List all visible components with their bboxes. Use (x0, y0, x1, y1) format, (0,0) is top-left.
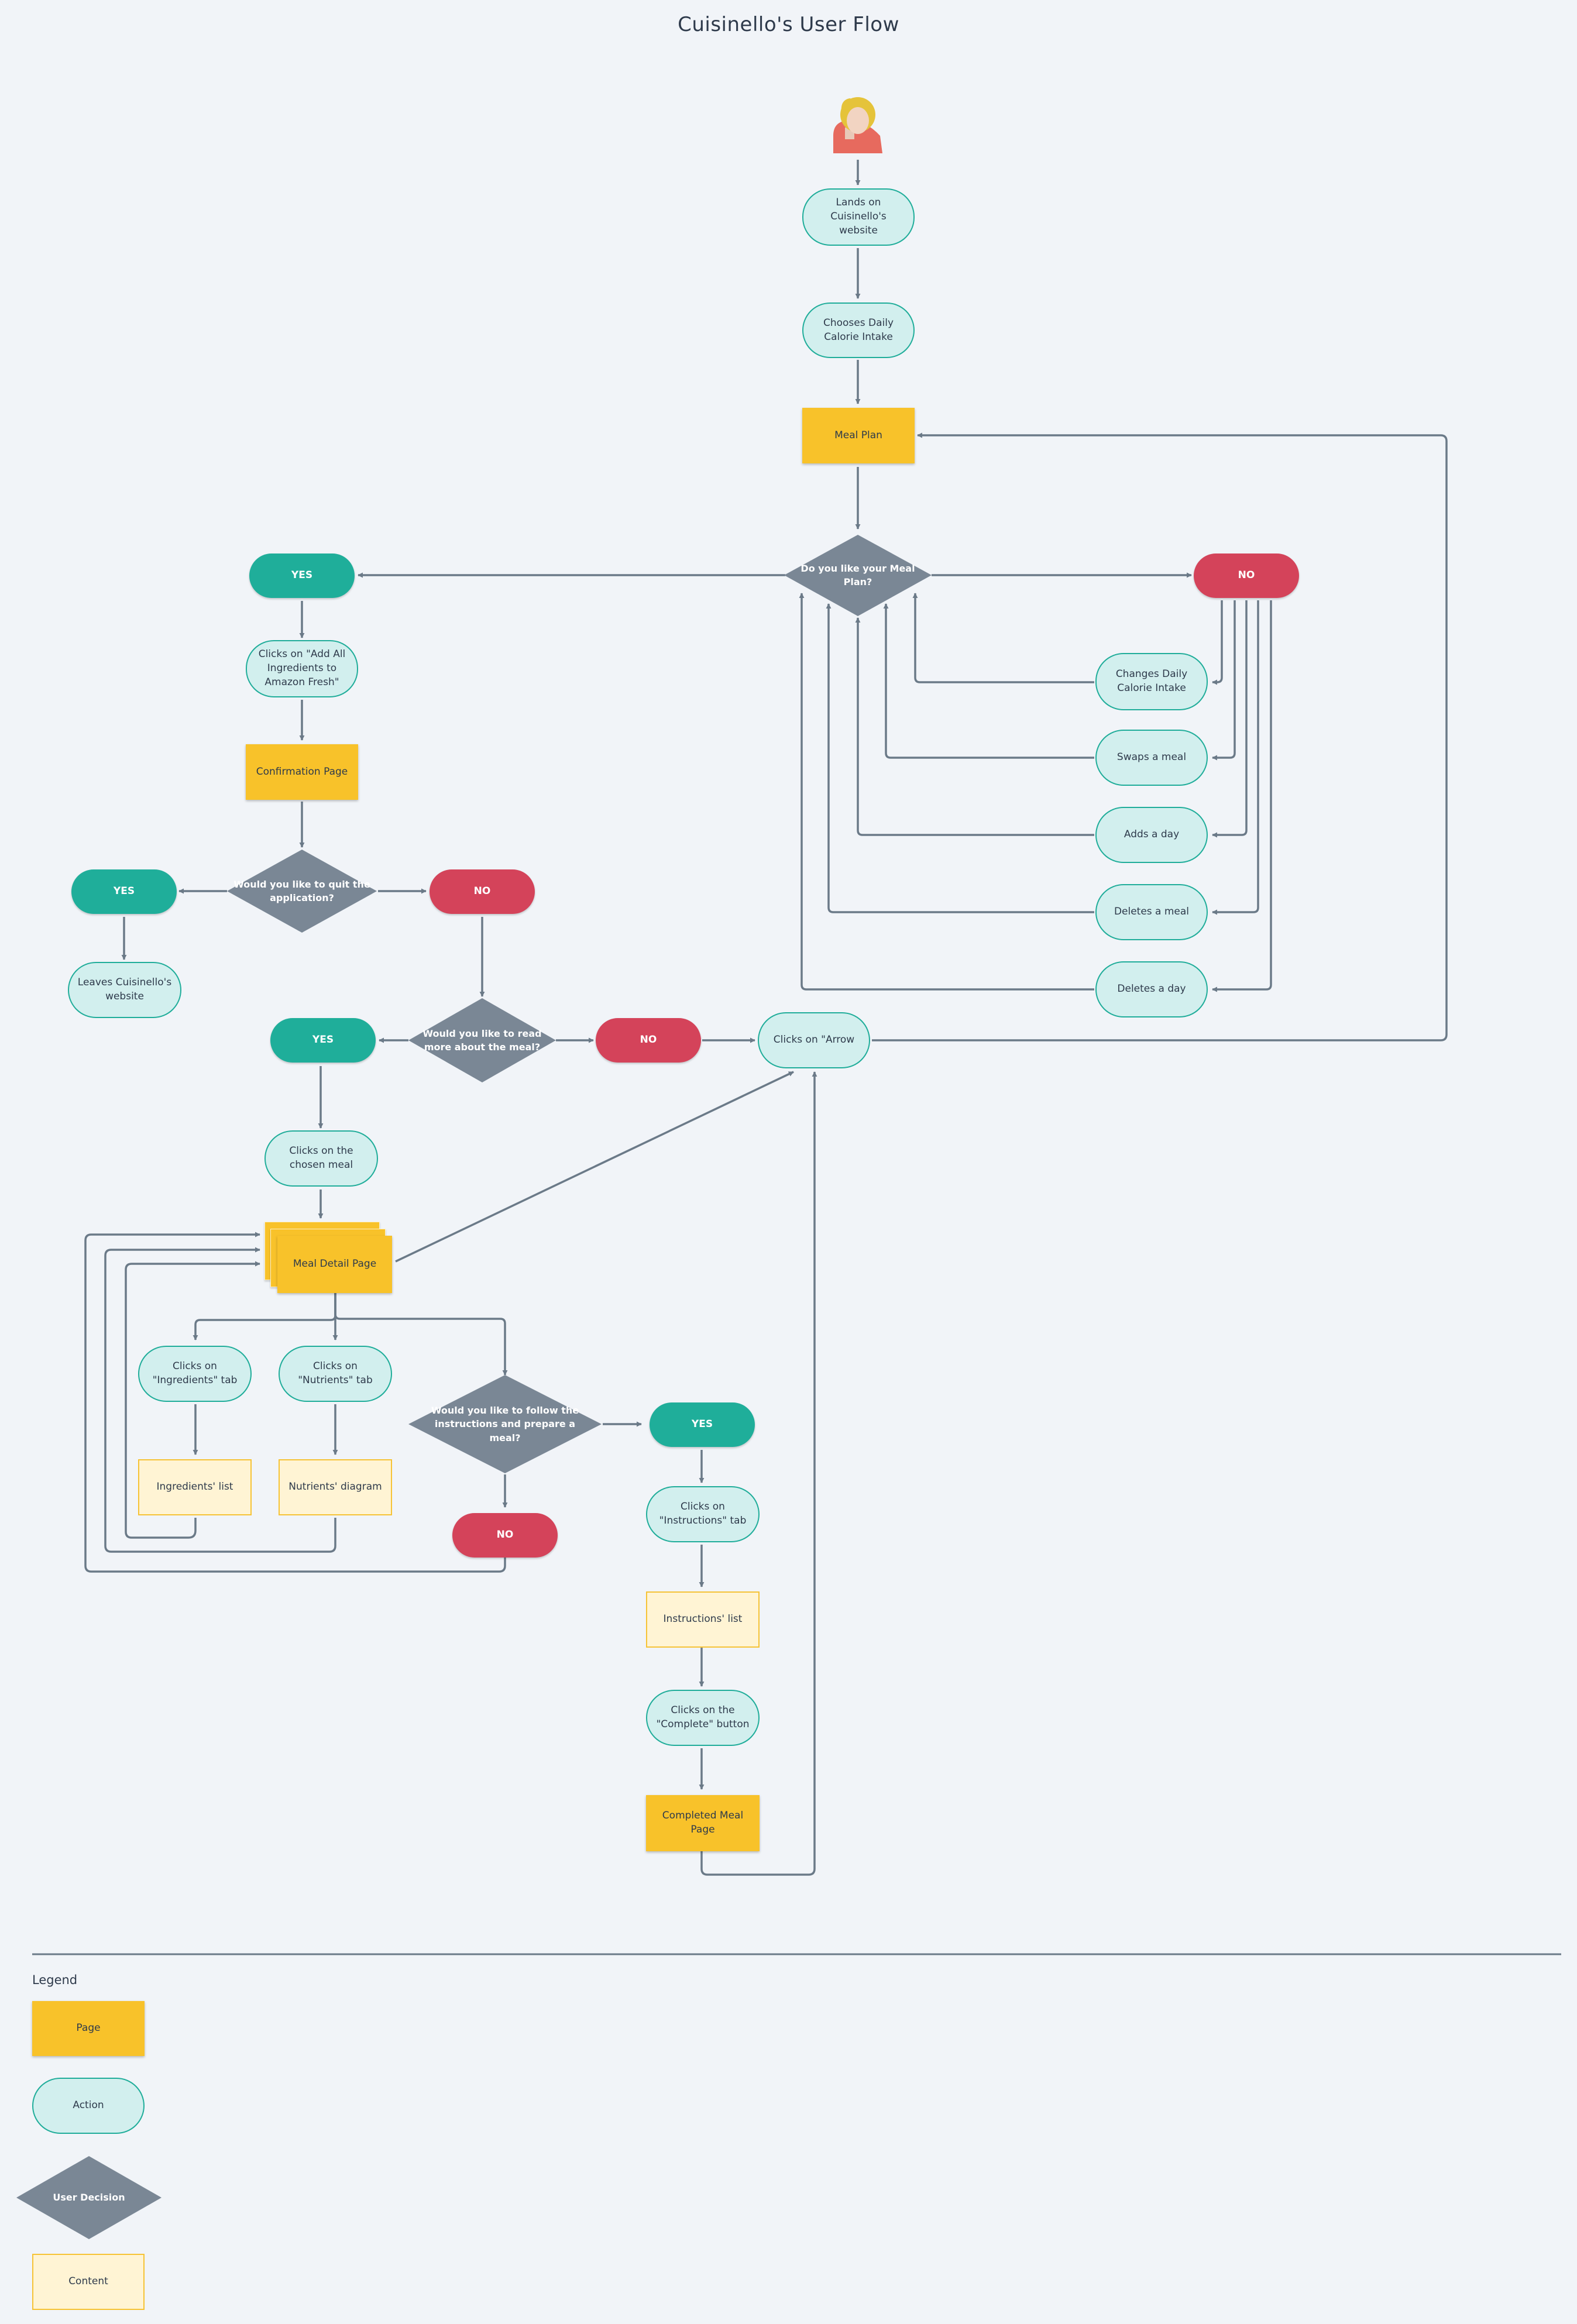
connector (395, 1071, 794, 1263)
legend-title: Legend (32, 1973, 78, 1987)
connector (1212, 600, 1236, 761)
connector (855, 617, 1094, 836)
decision-diamond-follow-instructions (408, 1375, 602, 1473)
connector (334, 1293, 508, 1376)
action-changes-daily-calorie: Changes Daily Calorie Intake (1095, 653, 1208, 710)
connector (1212, 600, 1248, 838)
yes-quit: YES (71, 869, 177, 914)
action-clicks-arrow: Clicks on "Arrow (758, 1012, 870, 1068)
yes-meal-plan: YES (249, 554, 355, 598)
yes-read-more: YES (270, 1018, 376, 1063)
action-lands-on-website: Lands on Cuisinello's website (802, 188, 915, 246)
legend-decision-shape (16, 2156, 162, 2239)
no-read-more: NO (596, 1018, 701, 1063)
legend-action: Action (32, 2078, 145, 2134)
decision-label-read-more: Would you like to read more about the me… (422, 1027, 542, 1053)
diagram-title: Cuisinello's User Flow (678, 13, 899, 36)
no-follow-instructions: NO (452, 1513, 558, 1558)
action-instructions-tab: Clicks on "Instructions" tab (646, 1486, 760, 1542)
connector (193, 1293, 336, 1340)
action-chooses-daily-calorie: Chooses Daily Calorie Intake (802, 302, 915, 358)
action-complete-button: Clicks on the "Complete" button (646, 1690, 760, 1746)
legend-decision-label: User Decision (53, 2192, 125, 2203)
content-nutrients-diagram: Nutrients' diagram (279, 1459, 392, 1515)
connector (912, 593, 1094, 683)
connector (872, 432, 1448, 1041)
connector (125, 1261, 260, 1539)
decision-label-meal-plan: Do you like your Meal Plan? (800, 562, 915, 587)
action-nutrients-tab: Clicks on "Nutrients" tab (279, 1346, 392, 1402)
connector (84, 1232, 506, 1573)
action-clicks-chosen-meal: Clicks on the chosen meal (264, 1130, 378, 1187)
decision-diamond-quit (227, 850, 377, 933)
action-adds-day: Adds a day (1095, 807, 1208, 863)
action-add-ingredients-amazon: Clicks on "Add All Ingredients to Amazon… (246, 640, 358, 697)
no-quit: NO (430, 869, 535, 914)
connector (799, 593, 1094, 991)
connector (1212, 600, 1223, 685)
connector (1212, 600, 1259, 915)
page-meal-detail: Meal Detail Page (277, 1236, 392, 1293)
content-ingredients-list: Ingredients' list (138, 1459, 252, 1515)
decision-diamond-read-more (408, 998, 556, 1082)
connector (883, 603, 1094, 759)
connector (104, 1247, 336, 1553)
page-confirmation: Confirmation Page (246, 744, 358, 800)
action-deletes-meal: Deletes a meal (1095, 884, 1208, 940)
legend-content: Content (32, 2254, 145, 2310)
connector (826, 603, 1094, 913)
connector (700, 1071, 817, 1876)
action-leaves-website: Leaves Cuisinello's website (68, 962, 181, 1018)
yes-follow-instructions: YES (650, 1402, 755, 1447)
connector (1212, 600, 1272, 992)
action-deletes-day: Deletes a day (1095, 961, 1208, 1017)
legend-page: Page (32, 2001, 145, 2056)
no-meal-plan: NO (1194, 554, 1299, 598)
decision-label-quit: Would you like to quit the application? (233, 878, 370, 903)
decision-label-follow-instructions: Would you like to follow the instruction… (431, 1405, 579, 1443)
user-avatar-icon (833, 97, 882, 153)
action-swaps-meal: Swaps a meal (1095, 730, 1208, 786)
page-completed-meal: Completed Meal Page (646, 1795, 760, 1851)
content-instructions-list: Instructions' list (646, 1591, 760, 1648)
decision-diamond-meal-plan (784, 535, 932, 616)
action-ingredients-tab: Clicks on "Ingredients" tab (138, 1346, 252, 1402)
page-meal-plan: Meal Plan (802, 408, 915, 463)
